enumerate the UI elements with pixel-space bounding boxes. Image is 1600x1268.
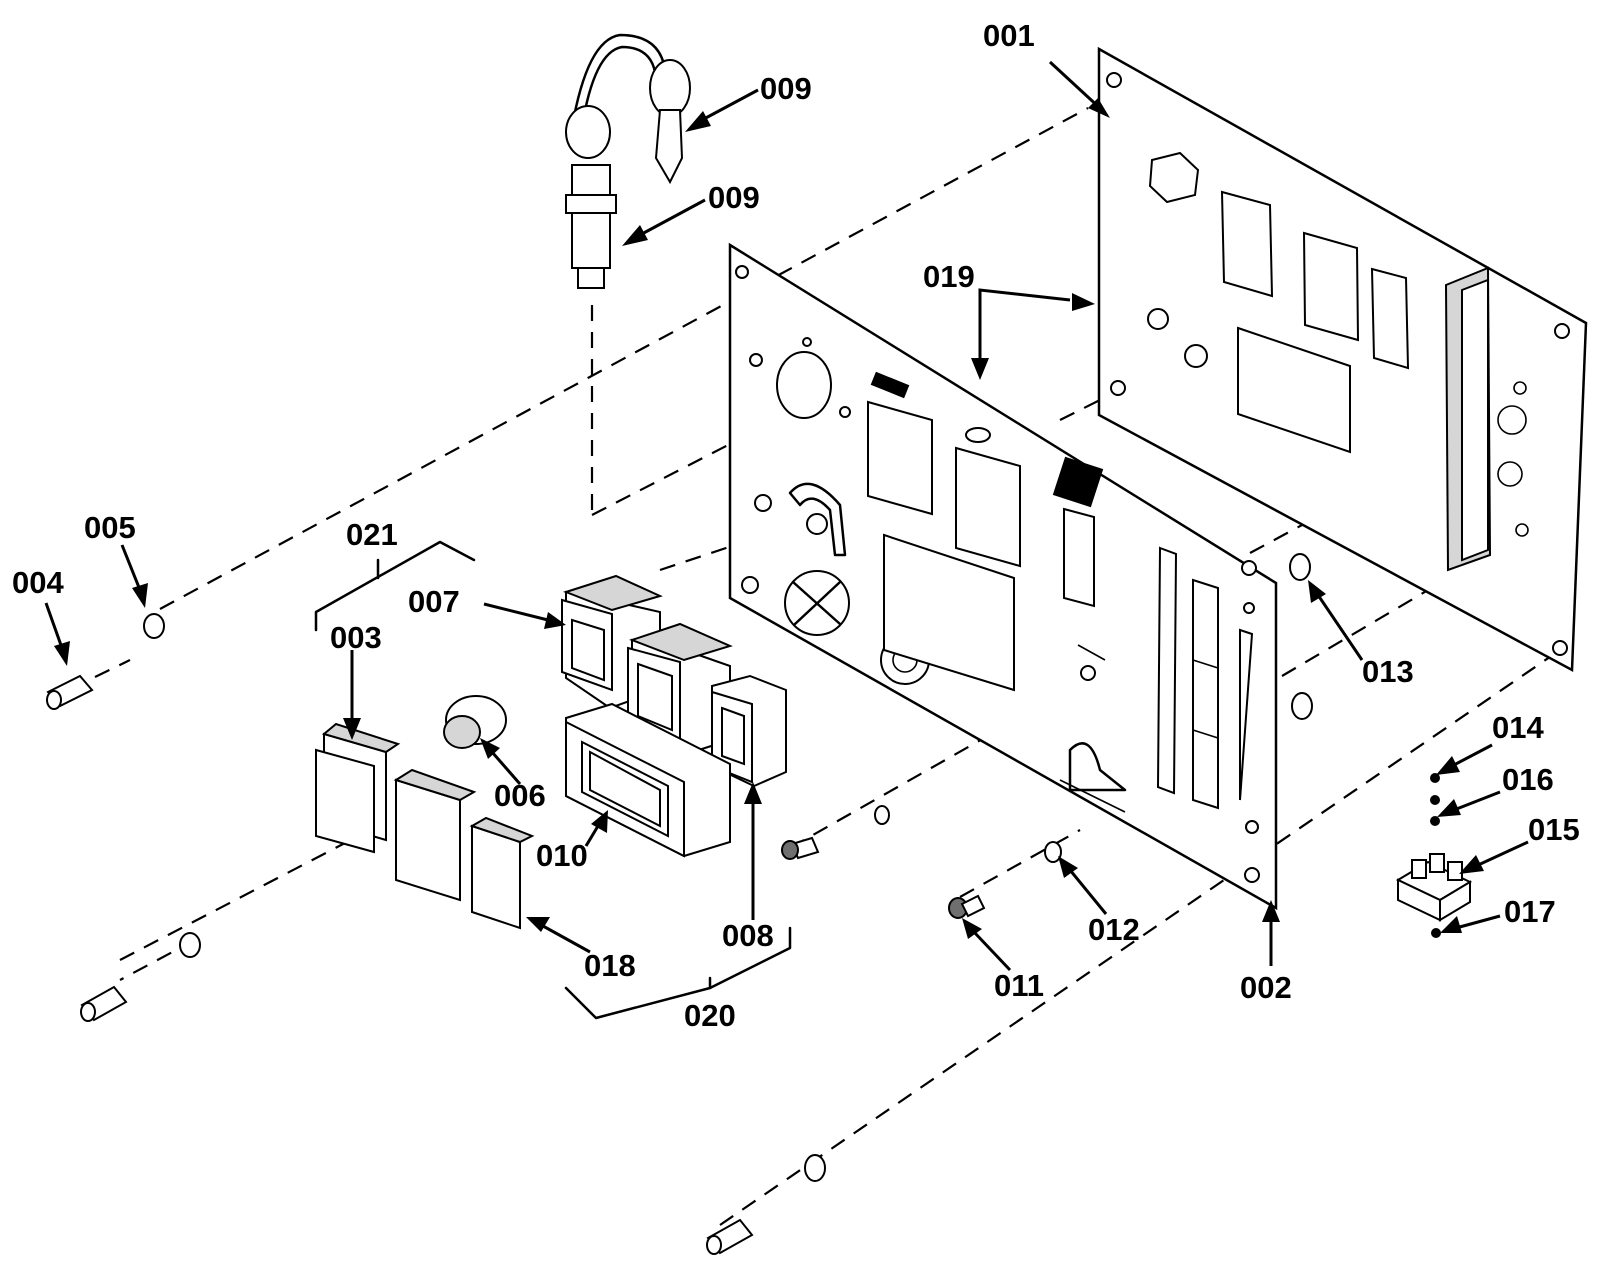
- key-switch: [565, 33, 691, 289]
- switch-cluster: [561, 574, 787, 858]
- nut-016-b: [1430, 816, 1440, 826]
- label-012: 012: [1088, 912, 1140, 947]
- label-016: 016: [1502, 762, 1554, 797]
- nut-014: [1430, 773, 1440, 783]
- label-011: 011: [994, 968, 1044, 1003]
- label-014: 014: [1492, 710, 1544, 745]
- screw-bottom: [706, 1218, 754, 1255]
- rear-panel: [1097, 46, 1588, 673]
- washer-left-top: [143, 613, 165, 639]
- terminal-block-015: [1395, 853, 1473, 922]
- part-labels: 001 019 009 009 021 007 003 005 004 006 …: [12, 18, 1580, 1033]
- label-019: 019: [923, 259, 975, 294]
- pilot-light: [443, 695, 507, 749]
- nut-013: [1289, 553, 1311, 581]
- label-007: 007: [408, 584, 460, 619]
- screw-011: [781, 836, 986, 919]
- label-020: 020: [684, 998, 736, 1033]
- label-003: 003: [330, 620, 382, 655]
- nut-017: [1431, 928, 1441, 938]
- label-001: 001: [983, 18, 1035, 53]
- label-015: 015: [1528, 812, 1580, 847]
- brackets: [314, 540, 792, 1020]
- label-005: 005: [84, 510, 136, 545]
- label-021: 021: [346, 517, 398, 552]
- front-panel: [728, 242, 1278, 911]
- washer-012: [1044, 841, 1062, 863]
- label-006: 006: [494, 778, 546, 813]
- label-009-switch: 009: [708, 180, 760, 215]
- screw-left-top: [46, 674, 94, 710]
- label-009-key: 009: [760, 71, 812, 106]
- nut-013-lower: [1291, 692, 1313, 720]
- hardware: [46, 553, 1473, 1255]
- label-004: 004: [12, 565, 64, 600]
- label-018: 018: [584, 948, 636, 983]
- leader-arrows: [44, 60, 1529, 972]
- label-008: 008: [722, 918, 774, 953]
- label-002: 002: [1240, 970, 1292, 1005]
- label-017: 017: [1504, 894, 1556, 929]
- label-010: 010: [536, 838, 588, 873]
- nut-016-a: [1430, 795, 1440, 805]
- washer-bottom: [804, 1154, 826, 1182]
- screw-left-bottom: [80, 985, 128, 1022]
- washer-left-bottom: [179, 932, 201, 958]
- left-switch-block: [315, 722, 535, 930]
- label-013: 013: [1362, 654, 1414, 689]
- washer-012-upper: [874, 805, 890, 825]
